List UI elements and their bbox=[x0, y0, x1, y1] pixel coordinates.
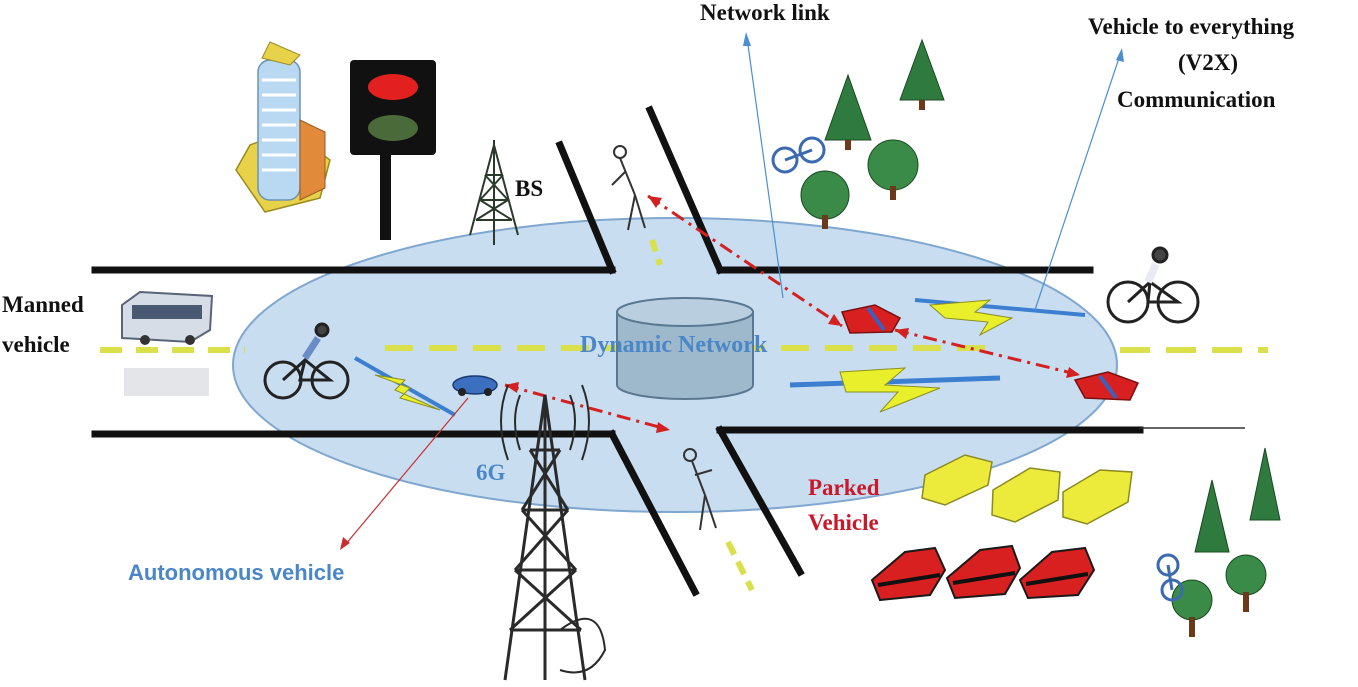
network-links bbox=[504, 194, 1081, 432]
traffic-light-icon bbox=[350, 60, 436, 240]
parked-car-icon bbox=[870, 546, 947, 602]
pedestrian-icon bbox=[611, 145, 646, 231]
link-arrowheads bbox=[505, 196, 1080, 433]
database-cylinder-icon bbox=[616, 297, 754, 400]
road-edges bbox=[91, 105, 1144, 597]
autonomous-vehicle-label: Autonomous vehicle bbox=[128, 560, 345, 585]
lightning-icon bbox=[354, 356, 456, 417]
office-building-icon bbox=[235, 41, 331, 213]
pointer-lines bbox=[340, 32, 1124, 550]
pedestrian-icon bbox=[683, 448, 717, 531]
lightning-icon bbox=[789, 367, 1001, 413]
moving-car-icon bbox=[1073, 371, 1140, 401]
v2x-label-line3: Communication bbox=[1117, 87, 1276, 112]
autonomous-car-icon bbox=[452, 375, 498, 396]
tree-icon bbox=[824, 73, 872, 150]
tree-icon bbox=[1225, 554, 1267, 612]
tree-icon bbox=[899, 38, 945, 110]
parked-vehicle-label-line1: Parked bbox=[808, 475, 880, 500]
parked-car-icon bbox=[945, 544, 1022, 600]
6g-tower-icon bbox=[500, 384, 607, 681]
bs-tower-icon bbox=[469, 140, 519, 245]
network-link-label: Network link bbox=[700, 0, 830, 25]
tree-icon bbox=[867, 139, 919, 200]
tree-icon bbox=[1194, 479, 1230, 553]
wireless-lightning-links bbox=[354, 298, 1086, 417]
v2x-label-line1: Vehicle to everything bbox=[1088, 14, 1295, 39]
parked-car-icon bbox=[1018, 546, 1096, 600]
parked-vehicle-label-line2: Vehicle bbox=[808, 510, 879, 535]
moving-car-icon bbox=[840, 304, 902, 334]
parked-car-icon bbox=[921, 454, 993, 506]
lightning-icon bbox=[914, 298, 1086, 337]
bicycle-icon bbox=[771, 136, 826, 174]
parked-car-icon bbox=[991, 467, 1061, 523]
tree-icon bbox=[800, 170, 850, 229]
bus-icon bbox=[121, 290, 214, 396]
six-g-label: 6G bbox=[476, 460, 506, 485]
parked-car-icon bbox=[1062, 469, 1133, 525]
tree-icon bbox=[1171, 579, 1213, 637]
cyclist-icon bbox=[1106, 246, 1200, 324]
bicycle-icon bbox=[1156, 553, 1184, 602]
manned-vehicle-label-line1: Manned bbox=[2, 292, 84, 317]
bs-label: BS bbox=[515, 176, 544, 201]
tree-icon bbox=[1249, 447, 1281, 521]
cyclist-icon bbox=[263, 322, 350, 400]
lane-markers bbox=[100, 239, 1268, 592]
dynamic-network-label: Dynamic Network bbox=[580, 332, 768, 358]
v2x-label-line2: (V2X) bbox=[1178, 50, 1239, 75]
manned-vehicle-label-line2: vehicle bbox=[2, 332, 70, 357]
